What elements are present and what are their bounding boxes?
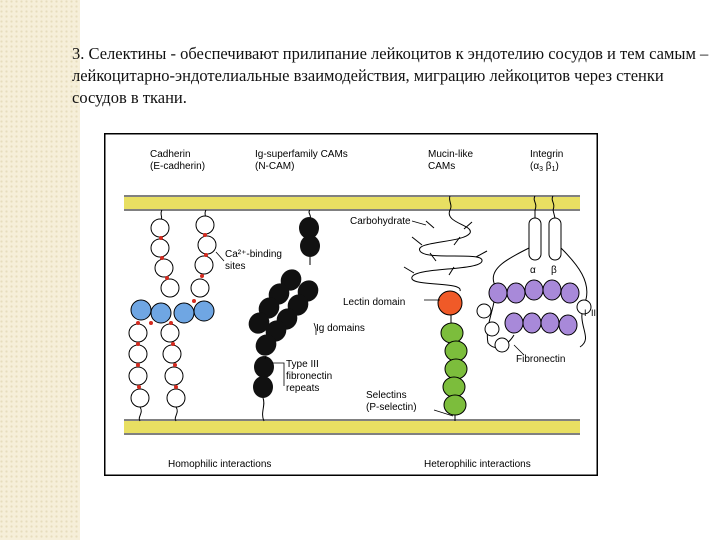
label-integrin: Integrin: [530, 149, 563, 160]
label-ig-superfamily: Ig-superfamily CAMs: [255, 149, 348, 160]
fibronectin-molecule: [476, 279, 592, 353]
mucin-like-cam: [403, 195, 488, 292]
selectin-molecule: [437, 290, 468, 421]
label-type-three: Type III: [286, 359, 319, 370]
label-sites: sites: [225, 261, 246, 272]
label-lectin-domain: Lectin domain: [343, 297, 405, 308]
label-beta: β: [551, 265, 557, 276]
label-homophilic: Homophilic interactions: [168, 459, 271, 470]
label-fibronectin-word: fibronectin: [286, 371, 332, 382]
label-carbohydrate: Carbohydrate: [350, 216, 411, 227]
label-integrin-sub: (α3 β1): [530, 161, 559, 173]
label-repeats: repeats: [286, 383, 319, 394]
label-roman-one: I: [584, 308, 587, 318]
label-ig-domains: Ig domains: [316, 323, 365, 334]
label-cadherin-sub: (E-cadherin): [150, 161, 205, 172]
label-mucin-cams: CAMs: [428, 161, 455, 172]
label-fibronectin: Fibronectin: [516, 354, 565, 365]
cadherin-molecules: [128, 209, 217, 422]
lower-membrane: [124, 419, 580, 435]
label-ncam: (N-CAM): [255, 161, 294, 172]
upper-membrane: [124, 195, 580, 211]
label-cadherin: Cadherin: [150, 149, 191, 160]
label-ca-binding: Ca²⁺-binding: [225, 249, 282, 260]
label-roman-two: II: [591, 308, 596, 318]
ncam-molecules: [248, 209, 320, 422]
label-alpha: α: [530, 265, 536, 276]
label-p-selectin: (P-selectin): [366, 402, 417, 413]
cell-adhesion-figure: Cadherin (E-cadherin) Ig-superfamily CAM…: [104, 133, 598, 476]
label-selectins: Selectins: [366, 390, 407, 401]
label-heterophilic: Heterophilic interactions: [424, 459, 531, 470]
slide-caption: 3. Селектины - обеспечивают прилипание л…: [72, 44, 709, 107]
decorative-side-strip: [0, 0, 80, 540]
calcium-sites: [136, 233, 208, 389]
label-mucin-like: Mucin-like: [428, 149, 473, 160]
